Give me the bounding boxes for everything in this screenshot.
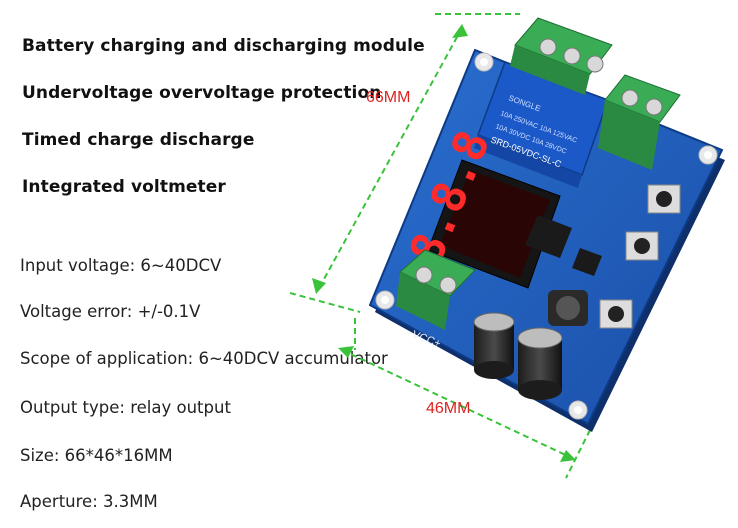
inductor [548, 290, 588, 326]
dimension-height-label: 66MM [366, 89, 411, 106]
terminal-block-right [598, 74, 681, 170]
dimension-width-label: 46MM [426, 400, 471, 417]
dimension-arrow-right [560, 450, 576, 462]
ic-chip [525, 215, 602, 276]
terminal-block-top [510, 17, 613, 95]
dimension-arrow-left [338, 346, 354, 358]
spec-output-type: Output type: relay output [20, 398, 231, 417]
headline-4: Integrated voltmeter [22, 177, 226, 197]
headline-3: Timed charge discharge [22, 130, 255, 150]
spec-scope: Scope of application: 6~40DCV accumulato… [20, 349, 388, 368]
capacitors [473, 312, 563, 400]
dimension-arrow-top [452, 24, 468, 38]
spec-aperture: Aperture: 3.3MM [20, 492, 158, 511]
dimension-arrow-bottom [312, 278, 326, 294]
tact-buttons [599, 184, 681, 329]
spec-size: Size: 66*46*16MM [20, 446, 173, 465]
headline-2: Undervoltage overvoltage protection [22, 83, 382, 103]
dimension-width-line [341, 318, 591, 479]
spec-voltage-error: Voltage error: +/-0.1V [20, 302, 201, 321]
dimension-height-line [289, 13, 520, 313]
spec-input-voltage: Input voltage: 6~40DCV [20, 256, 222, 275]
headline-1: Battery charging and discharging module [22, 36, 425, 56]
